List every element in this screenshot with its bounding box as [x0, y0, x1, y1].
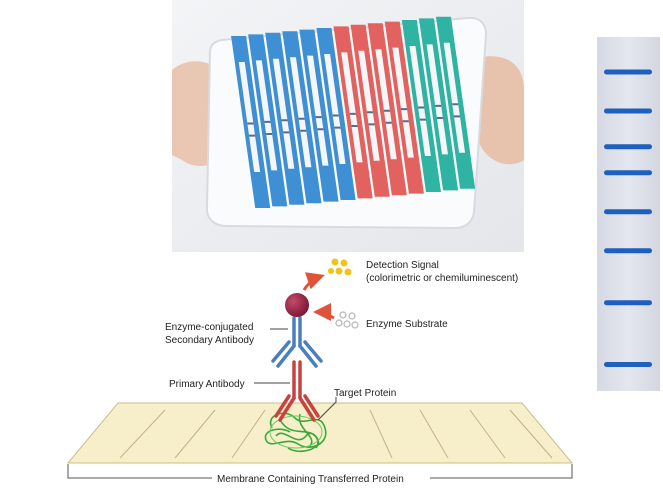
- gel-band: [604, 248, 652, 254]
- test-strip-photo: [172, 0, 524, 252]
- primary-antibody-label: Primary Antibody: [169, 379, 245, 390]
- membrane: [66, 402, 574, 479]
- test-strip: [435, 16, 476, 189]
- test-strip: [333, 26, 373, 199]
- enzyme-substrate-label: Enzyme Substrate: [366, 319, 448, 330]
- detection-signal-sublabel: (colorimetric or chemiluminescent): [366, 273, 518, 284]
- reaction-arrows: [302, 272, 335, 322]
- target-protein-label: Target Protein: [334, 388, 396, 399]
- gel-bands: [604, 69, 652, 367]
- gel-band: [604, 300, 652, 306]
- secondary-antibody-sublabel: Secondary Antibody: [165, 335, 254, 346]
- test-strip: [418, 18, 459, 191]
- signal-arrow: [302, 272, 325, 291]
- substrate-arrow: [313, 303, 335, 322]
- test-strip: [401, 20, 441, 192]
- primary-antibody-shape: [274, 360, 320, 422]
- test-strip: [282, 31, 322, 204]
- gel-band: [604, 144, 652, 150]
- target-protein-shape: [264, 412, 327, 453]
- test-strip: [350, 24, 390, 197]
- gel-band: [604, 209, 652, 215]
- test-strip: [384, 21, 424, 194]
- detection-signal-label: Detection Signal: [366, 260, 439, 271]
- secondary-antibody-shape: [271, 316, 323, 368]
- detection-signal-dots: [328, 258, 352, 276]
- test-strip: [265, 32, 305, 205]
- test-strip: [248, 34, 288, 207]
- enzyme-sphere: [285, 293, 309, 317]
- membrane-grooves: [119, 409, 553, 459]
- test-strip: [299, 29, 339, 202]
- enzyme-substrate-dots: [335, 311, 359, 329]
- membrane-label: Membrane Containing Transferred Protein: [217, 474, 404, 485]
- test-strips: [231, 16, 476, 208]
- gel-band: [604, 108, 652, 114]
- test-strip: [367, 23, 407, 196]
- membrane-bracket: [67, 464, 573, 479]
- test-strip: [316, 28, 356, 200]
- gel-band: [604, 362, 652, 367]
- gel-band: [604, 69, 652, 75]
- gel-band: [604, 170, 652, 176]
- gel-lane: [597, 37, 660, 391]
- test-strip: [231, 36, 271, 208]
- secondary-antibody-label: Enzyme-conjugated: [165, 322, 253, 333]
- label-leaders: [254, 328, 337, 421]
